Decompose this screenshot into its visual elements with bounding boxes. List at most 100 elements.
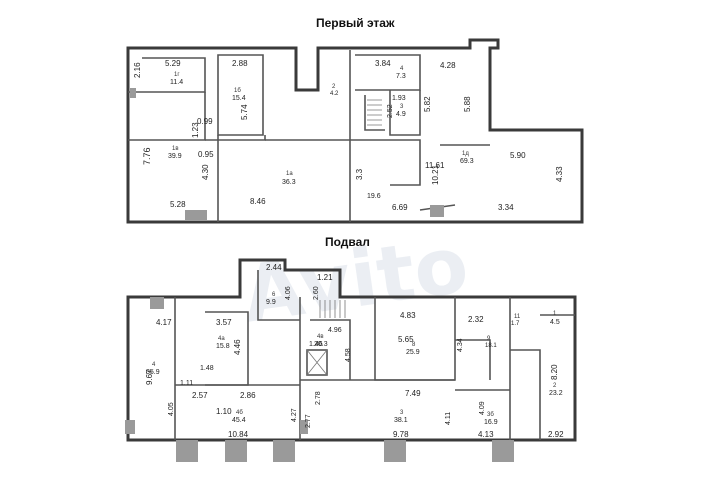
dimension: 1.23 [191, 122, 200, 138]
room-area: 36.3 [282, 179, 296, 186]
dimension: 5.82 [423, 96, 432, 112]
dimension: 6.69 [392, 203, 408, 212]
room-id: 3 [400, 410, 404, 416]
dimension: 5.29 [165, 59, 181, 68]
dimension: 5.90 [510, 151, 526, 160]
room-id: 9 [487, 336, 491, 342]
dimension: 2.77 [305, 414, 312, 428]
room-area: 15.4 [232, 95, 246, 102]
room-id: 4б [236, 410, 243, 416]
dimension: 4.27 [291, 408, 298, 422]
basement-plan: 6 9.9 4 35.9 4а 15.8 4б 45.4 4в 20.3 8 2… [125, 258, 577, 462]
room-id: 1в [172, 146, 179, 152]
dimension: 5.28 [170, 200, 186, 209]
dimension: 5.65 [398, 335, 414, 344]
dimension: 0.99 [197, 117, 213, 126]
room-area: 15.8 [216, 343, 230, 350]
dimension: 0.95 [198, 150, 214, 159]
room-id: 1б [234, 88, 241, 94]
dimension: 4.34 [457, 338, 464, 352]
room-id: 4 [152, 362, 156, 368]
dimension: 4.11 [445, 412, 452, 425]
room-id: 4в [317, 334, 324, 340]
room-area: 20.3 [314, 341, 328, 348]
dimension: 7.49 [405, 389, 421, 398]
dimension: 2.86 [240, 391, 256, 400]
dimension: 1.10 [216, 407, 232, 416]
room-area: 69.3 [460, 158, 474, 165]
dimension: 2.78 [315, 391, 322, 405]
room-id: 3б [487, 412, 494, 418]
room-area: 1.7 [511, 321, 520, 327]
room-area: 18.1 [485, 343, 497, 349]
room-id: 2 [332, 84, 336, 90]
room-area: 11.4 [170, 79, 183, 86]
dimension: 2.44 [266, 263, 282, 272]
dimension: 1.48 [200, 365, 214, 372]
dimension: 2.60 [313, 286, 320, 300]
basement-title: Подвал [325, 235, 370, 249]
dimension: 2.92 [548, 430, 564, 439]
first-floor-title: Первый этаж [316, 16, 395, 30]
room-id: 11 [514, 314, 521, 320]
dimension: 8.46 [250, 197, 266, 206]
room-area: 23.2 [549, 390, 563, 397]
dimension: 2.88 [232, 59, 248, 68]
dimension: 1.46 [309, 341, 323, 348]
dimension: 4.09 [479, 401, 486, 415]
first-floor-plan: 1г 11.4 1б 15.4 1в 39.9 1а 36.3 2 4.2 4 … [126, 38, 584, 224]
dimension: 2.52 [387, 104, 394, 118]
dimension: 10.84 [228, 430, 249, 439]
room-id: 4а [218, 336, 225, 342]
room-area: 4.9 [396, 111, 406, 118]
room-id: 3 [400, 104, 404, 110]
room-area: 45.4 [232, 417, 246, 424]
dimension: 8.20 [550, 364, 559, 380]
dimension: 2.16 [133, 62, 142, 78]
room-id: 8 [412, 342, 416, 348]
room-area: 4.5 [550, 319, 560, 326]
dimension: 4.05 [168, 402, 175, 416]
dimension: 4.58 [345, 348, 352, 362]
dimension: 4.83 [400, 311, 416, 320]
dimension: 4.28 [440, 61, 456, 70]
room-id: 1 [553, 311, 557, 317]
room-id: 1д [462, 151, 469, 157]
dimension: 1.93 [392, 95, 406, 102]
room-area: 7.3 [396, 73, 406, 80]
room-area: 38.1 [394, 417, 408, 424]
dimension: 11.61 [425, 161, 445, 170]
room-id: 1г [174, 72, 180, 78]
room-id: 1а [286, 171, 293, 177]
dimension: 3.57 [216, 318, 232, 327]
room-area: 4.2 [330, 91, 339, 97]
dimension: 4.17 [156, 318, 172, 327]
dimension: 2.32 [468, 315, 484, 324]
dimension: 9.67 [145, 369, 154, 385]
dimension: 4.33 [555, 166, 564, 182]
dimension: 4.96 [328, 327, 342, 334]
dimension: 2.57 [192, 391, 208, 400]
room-id: 2 [553, 383, 557, 389]
dimension: 3.3 [355, 168, 364, 180]
dimension: 4.46 [233, 339, 242, 355]
room-id: 6 [272, 292, 276, 298]
room-area: 16.9 [484, 419, 498, 426]
dimension: 3.34 [498, 203, 514, 212]
room-area: 39.9 [168, 153, 182, 160]
dimension: 4.30 [201, 164, 210, 180]
dimension: 5.88 [463, 96, 472, 112]
room-area: 9.9 [266, 299, 276, 306]
dimension: 4.13 [478, 430, 494, 439]
dimension: 7.76 [142, 147, 152, 165]
dimension: 1.21 [317, 273, 333, 282]
room-area: 35.9 [146, 369, 160, 376]
dimension: 10.21 [431, 164, 440, 185]
watermark: Avito [237, 220, 473, 341]
dimension: 1.11 [180, 380, 193, 387]
room-area: 25.9 [406, 349, 420, 356]
dimension: 3.84 [375, 59, 391, 68]
dimension: 5.74 [240, 104, 249, 120]
dimension: 4.06 [285, 286, 292, 300]
